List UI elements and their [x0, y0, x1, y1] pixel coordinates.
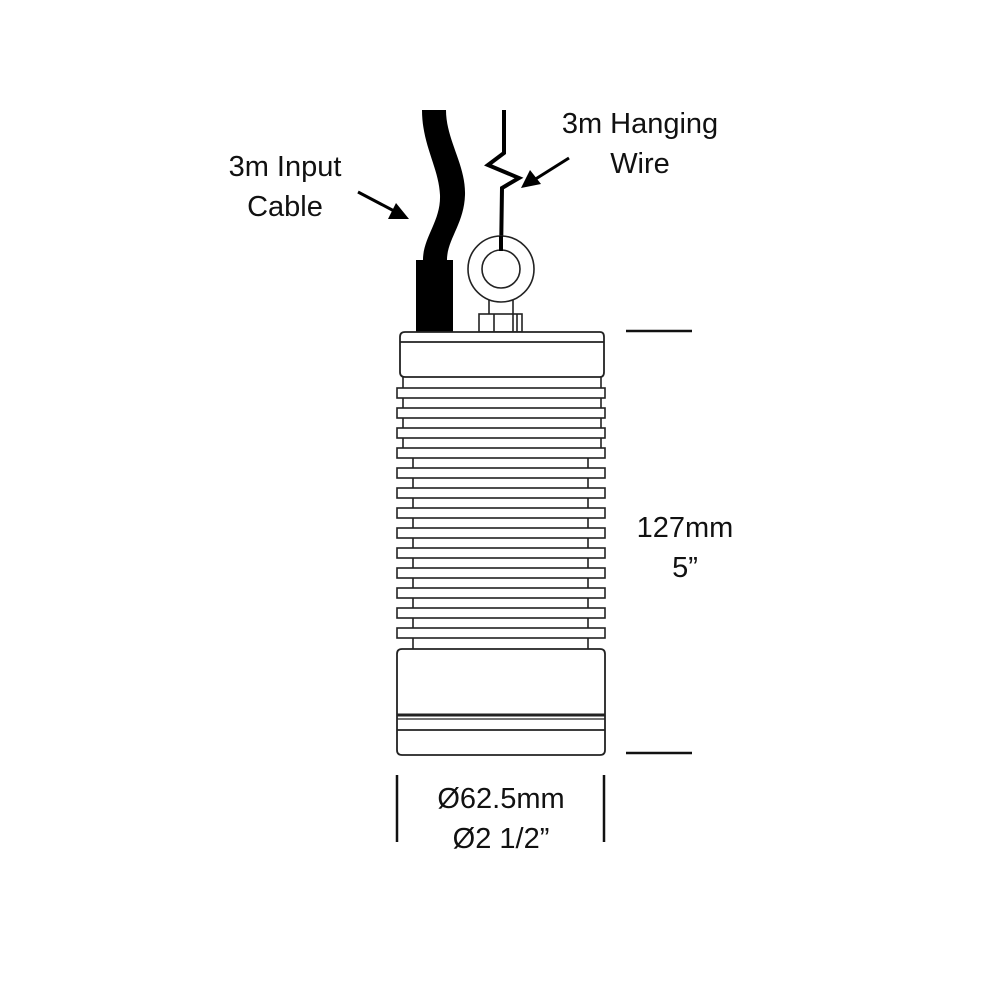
- eye-bolt-nut: [478, 313, 523, 333]
- eye-bolt-ring-inner: [481, 249, 521, 289]
- height-label: 127mm 5”: [615, 508, 755, 588]
- diameter-label-mm: Ø62.5mm: [437, 783, 565, 815]
- height-label-in: 5”: [672, 552, 698, 584]
- top-cap: [399, 331, 605, 378]
- hanging-wire-arrow-icon: [521, 156, 570, 188]
- hanging-wire-label-line2: Wire: [610, 148, 670, 180]
- diameter-label-in: Ø2 1/2”: [452, 823, 550, 855]
- heat-sink-fins: [396, 387, 606, 639]
- diameter-label: Ø62.5mm Ø2 1/2”: [405, 779, 597, 859]
- input-cable-arrow-icon: [357, 190, 409, 219]
- input-cable-label-line2: Cable: [247, 191, 323, 223]
- input-cable-label-line1: 3m Input: [228, 151, 342, 183]
- input-cable-label: 3m Input Cable: [200, 147, 370, 227]
- eye-bolt: [467, 235, 535, 333]
- cable-boot: [416, 260, 453, 332]
- hanging-wire-label-line1: 3m Hanging: [561, 108, 719, 140]
- hanging-wire: [484, 110, 524, 258]
- hanging-wire-label: 3m Hanging Wire: [535, 104, 745, 184]
- input-cable: [416, 110, 466, 332]
- height-label-mm: 127mm: [636, 512, 734, 544]
- bottom-collar: [396, 648, 606, 756]
